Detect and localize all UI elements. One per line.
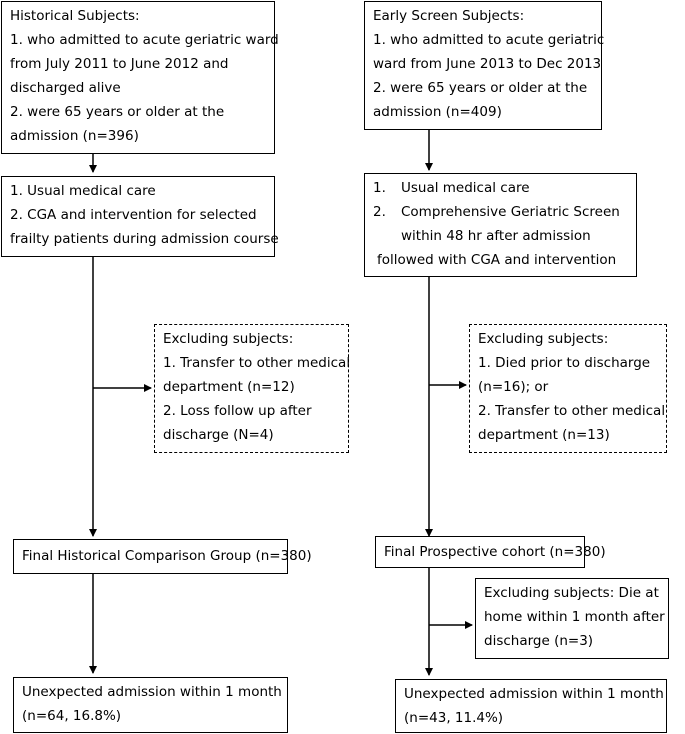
historical-criteria-2a: 2. were 65 years or older at the	[10, 104, 225, 120]
early-screen-care-2: 2. Comprehensive Geriatric Screen	[373, 200, 628, 224]
historical-exclusion-2b: discharge (N=4)	[163, 427, 274, 443]
early-screen-care-1: 1. Usual medical care	[373, 176, 628, 200]
early-screen-criteria-1b: ward from June 2013 to Dec 2013	[373, 56, 602, 72]
historical-outcome-box: Unexpected admission within 1 month (n=6…	[13, 677, 288, 733]
early-screen-care-2b: within 48 hr after admission	[401, 228, 591, 244]
prospective-final-label: Final Prospective cohort (n=380)	[384, 544, 606, 560]
historical-criteria-2b: admission (n=396)	[10, 128, 139, 144]
early-screen-care-1-number: 1.	[373, 180, 386, 196]
historical-care-2a: 2. CGA and intervention for selected	[10, 207, 257, 223]
historical-exclusion-2a: 2. Loss follow up after	[163, 403, 312, 419]
early-screen-exclusion-2b: department (n=13)	[478, 427, 610, 443]
historical-outcome-1: Unexpected admission within 1 month	[22, 684, 282, 700]
early-screen-care-1-text: Usual medical care	[401, 180, 530, 196]
early-screen-care-2a: Comprehensive Geriatric Screen	[401, 204, 620, 220]
early-screen-exclusion-1a: 1. Died prior to discharge	[478, 355, 651, 371]
early-screen-exclusion-2a: 2. Transfer to other medical	[478, 403, 666, 419]
prospective-exclusion-3: discharge (n=3)	[484, 633, 594, 649]
historical-final-label: Final Historical Comparison Group (n=380…	[22, 548, 312, 564]
early-screen-care-2c: followed with CGA and intervention	[377, 252, 617, 268]
historical-outcome-2: (n=64, 16.8%)	[22, 708, 122, 724]
historical-subjects-box: Historical Subjects: 1. who admitted to …	[1, 1, 279, 154]
historical-final-box: Final Historical Comparison Group (n=380…	[13, 539, 312, 574]
early-screen-care-2-number: 2.	[373, 204, 386, 220]
prospective-exclusion-2: home within 1 month after	[484, 609, 665, 625]
prospective-final-box: Final Prospective cohort (n=380)	[375, 536, 606, 568]
historical-criteria-1b: from July 2011 to June 2012 and	[10, 56, 229, 72]
prospective-exclusion-1: Excluding subjects: Die at	[484, 585, 659, 601]
prospective-outcome-1: Unexpected admission within 1 month	[404, 686, 664, 702]
historical-care-2b: frailty patients during admission course	[10, 231, 279, 247]
historical-exclusion-1a: 1. Transfer to other medical	[163, 355, 351, 371]
early-screen-exclusion-title: Excluding subjects:	[478, 331, 609, 347]
early-screen-criteria-2a: 2. were 65 years or older at the	[373, 80, 588, 96]
historical-criteria-1a: 1. who admitted to acute geriatric ward	[10, 32, 279, 48]
early-screen-exclusion-1b: (n=16); or	[478, 379, 549, 395]
early-screen-title: Early Screen Subjects:	[373, 8, 525, 24]
prospective-outcome-box: Unexpected admission within 1 month (n=4…	[395, 679, 667, 733]
historical-exclusion-box: Excluding subjects: 1. Transfer to other…	[154, 324, 351, 453]
historical-exclusion-1b: department (n=12)	[163, 379, 295, 395]
early-screen-subjects-box: Early Screen Subjects: 1. who admitted t…	[364, 1, 605, 130]
historical-exclusion-title: Excluding subjects:	[163, 331, 294, 347]
historical-care-box: 1. Usual medical care 2. CGA and interve…	[1, 176, 279, 257]
prospective-outcome-2: (n=43, 11.4%)	[404, 710, 504, 726]
early-screen-care-box: 1. Usual medical care 2. Comprehensive Ger…	[364, 173, 637, 277]
prospective-exclusion-box: Excluding subjects: Die at home within 1…	[475, 578, 669, 659]
early-screen-exclusion-box: Excluding subjects: 1. Died prior to dis…	[469, 324, 667, 453]
historical-care-1: 1. Usual medical care	[10, 183, 156, 199]
early-screen-criteria-2b: admission (n=409)	[373, 104, 502, 120]
historical-subjects-title: Historical Subjects:	[10, 8, 140, 24]
early-screen-criteria-1a: 1. who admitted to acute geriatric	[373, 32, 605, 48]
historical-criteria-1c: discharged alive	[10, 80, 121, 96]
